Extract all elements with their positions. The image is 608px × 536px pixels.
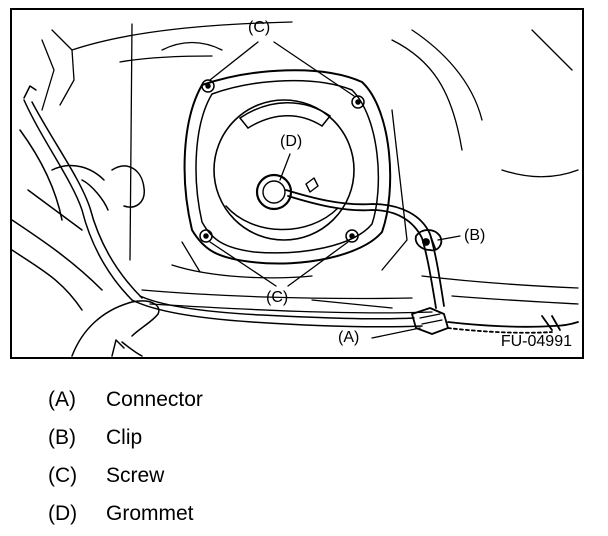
speaker-diagram-figure: (C) (D) (B) (C) (A) FU-04991 [10,8,584,359]
callout-a: (A) [338,329,360,346]
hand-outline [71,300,160,357]
connector-a-shape [411,307,579,335]
callout-d: (D) [280,133,303,150]
clip-b-shape [414,229,443,252]
callout-c-top: (C) [248,19,271,36]
figure-id: FU-04991 [500,333,572,350]
left-wiring-harness [12,85,423,328]
speaker-line-drawing [12,21,579,357]
legend-label: Screw [106,464,165,487]
legend-label: Connector [106,388,203,411]
leader-lines [209,41,461,339]
legend-label: Clip [106,426,143,449]
callout-c-bottom: (C) [266,289,289,306]
legend-key: (D) [48,502,78,525]
legend-label: Grommet [106,502,194,525]
callout-b: (B) [464,227,486,244]
grommet [255,173,293,211]
legend-key: (C) [48,464,78,487]
legend-key: (B) [48,426,76,449]
speaker-frame [183,69,392,265]
screw-markers [199,79,365,243]
speaker-wire [285,189,445,309]
legend-key: (A) [48,388,76,411]
door-panel-contours [41,21,579,314]
